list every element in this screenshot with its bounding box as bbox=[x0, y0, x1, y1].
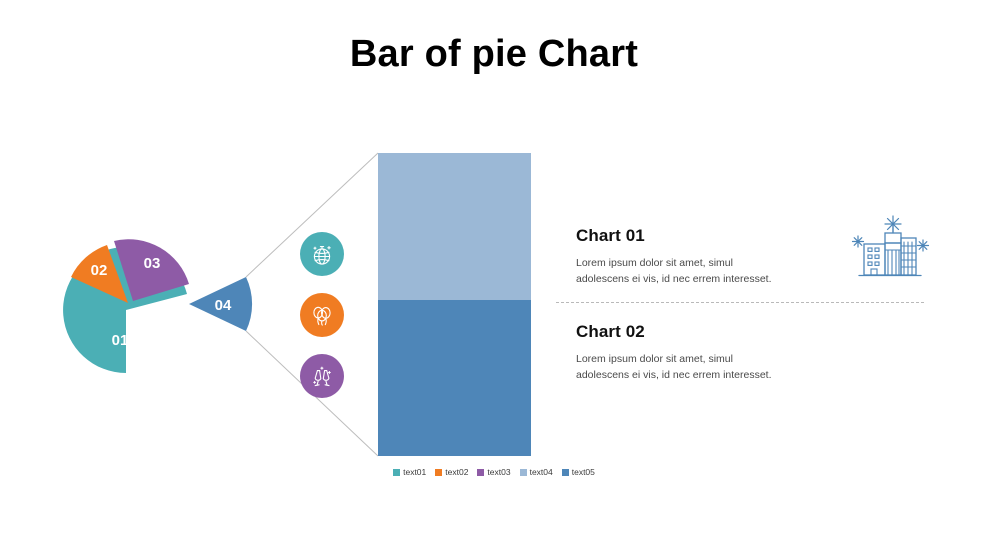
legend-swatch-icon bbox=[477, 468, 485, 476]
pie-slice-04-label: 04 bbox=[215, 297, 232, 314]
pie-slice-02[interactable]: 02 bbox=[71, 245, 128, 303]
champagne-glasses-icon[interactable] bbox=[300, 354, 344, 398]
legend-item[interactable]: text01 bbox=[393, 468, 426, 477]
pie-slice-01-label: 01 bbox=[112, 332, 129, 349]
pie-slice-02-label: 02 bbox=[91, 262, 108, 279]
chart-01-body-line1: Lorem ipsum dolor sit amet, simul bbox=[576, 257, 733, 269]
chart-02-body: Lorem ipsum dolor sit amet, simul adoles… bbox=[576, 351, 801, 384]
connector-line-top bbox=[245, 152, 379, 278]
chart-01-body-line2: adolescens ei vis, id nec errem interess… bbox=[576, 273, 772, 286]
page-title: Bar of pie Chart bbox=[349, 33, 639, 75]
pie-slice-03-label: 03 bbox=[144, 255, 161, 272]
chart-02-heading: Chart 02 bbox=[576, 322, 645, 341]
legend-label: text01 bbox=[403, 467, 427, 477]
legend-item[interactable]: text03 bbox=[477, 467, 511, 477]
city-buildings-icon bbox=[851, 215, 930, 277]
legend-label: text02 bbox=[445, 467, 469, 477]
section-divider bbox=[556, 302, 924, 303]
pie-slice-04-exploded[interactable]: 04 bbox=[189, 277, 253, 331]
chart-01-heading: Chart 01 bbox=[576, 226, 645, 245]
chart-02-body-line1: Lorem ipsum dolor sit amet, simul bbox=[576, 353, 733, 365]
chart-02-body-line2: adolescens ei vis, id nec errem interess… bbox=[576, 369, 772, 382]
legend-swatch-icon bbox=[561, 468, 569, 476]
legend-label: text04 bbox=[529, 467, 553, 477]
legend-item[interactable]: text05 bbox=[561, 467, 595, 477]
balloons-icon[interactable] bbox=[300, 293, 344, 337]
bar-segment-text05[interactable] bbox=[378, 300, 531, 456]
chart-01-block: Chart 01 Lorem ipsum dolor sit amet, sim… bbox=[576, 226, 936, 288]
chart-02-block: Chart 02 Lorem ipsum dolor sit amet, sim… bbox=[576, 322, 936, 384]
bar-segment-text04[interactable] bbox=[378, 153, 531, 300]
legend-swatch-icon bbox=[393, 468, 401, 476]
chart-01-body: Lorem ipsum dolor sit amet, simul adoles… bbox=[576, 255, 801, 288]
legend-swatch-icon bbox=[435, 468, 443, 476]
disco-ball-icon[interactable] bbox=[300, 232, 344, 276]
chart-legend: text01 text02 text03 text04 text05 bbox=[0, 468, 988, 477]
legend-label: text03 bbox=[487, 467, 511, 477]
pie-slice-03[interactable]: 03 bbox=[114, 239, 189, 301]
legend-item[interactable]: text02 bbox=[435, 468, 468, 477]
icon-stack bbox=[300, 232, 348, 415]
legend-label: text05 bbox=[571, 467, 595, 477]
legend-swatch-icon bbox=[519, 468, 527, 476]
legend-item[interactable]: text04 bbox=[519, 467, 553, 477]
